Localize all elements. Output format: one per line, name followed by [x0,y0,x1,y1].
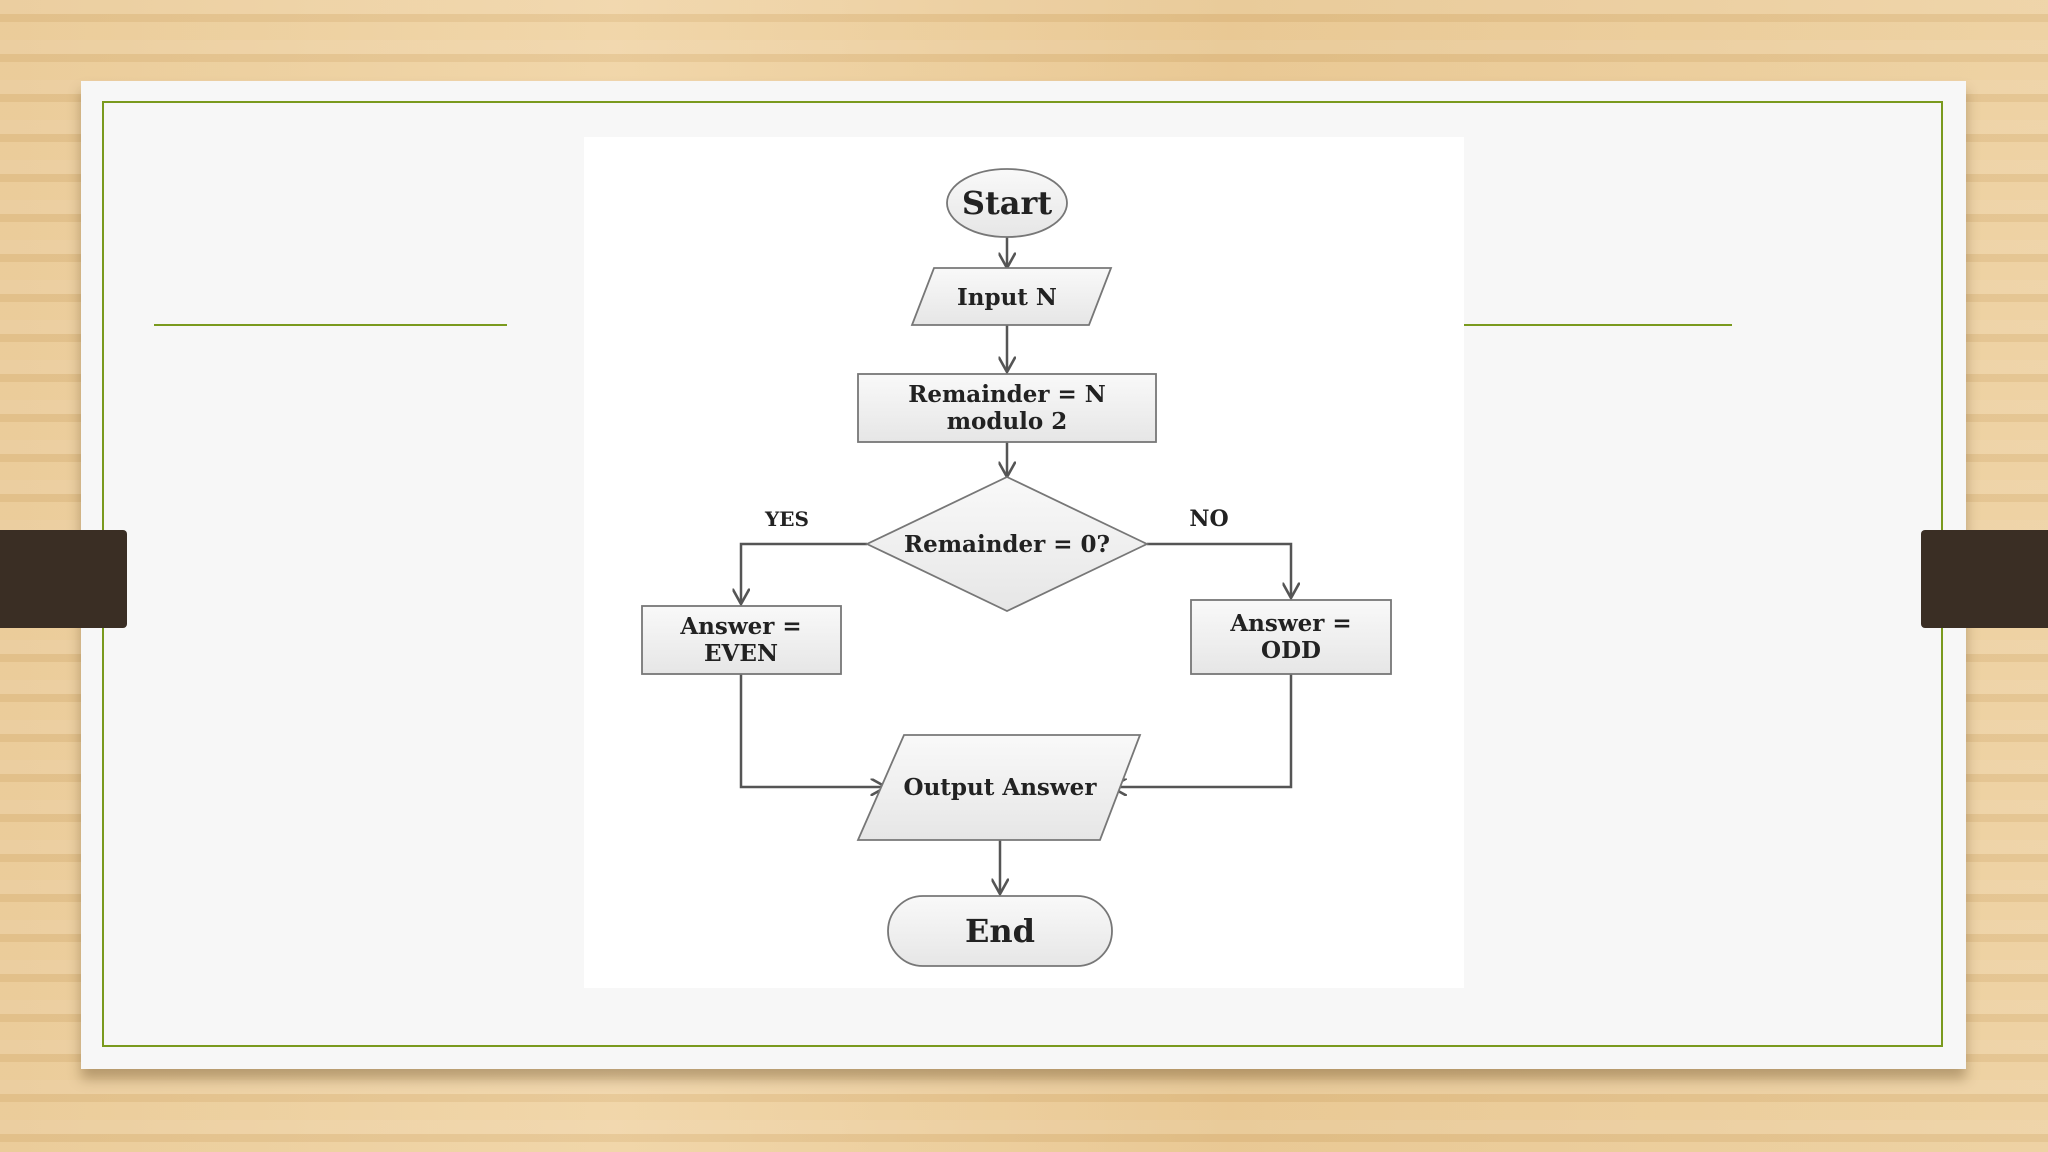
process-box [857,373,1157,443]
title-rule-left [154,324,507,326]
yes-label: YES [764,507,809,531]
title-rule-right [1380,324,1732,326]
odd-box [1190,599,1392,675]
output-parallelogram [856,734,1142,841]
decision-diamond [864,476,1150,612]
odd-label-line2: ODD [1261,637,1321,664]
end-label: End [965,912,1035,950]
input-label: Input N [957,284,1057,311]
end-terminator [887,895,1113,967]
connectors [741,237,1291,894]
left-slide-tab [0,530,127,628]
flowchart-image: Start Input N Remainder = N modulo 2 Rem… [584,137,1464,988]
no-label: NO [1189,506,1228,532]
even-box [641,605,842,675]
start-terminator [946,168,1068,238]
odd-label-line1: Answer = [1229,610,1351,637]
arrow-decision-even [741,542,867,604]
input-parallelogram [910,267,1113,326]
process-label-line2: modulo 2 [947,408,1068,435]
flowchart: Start Input N Remainder = N modulo 2 Rem… [641,168,1392,967]
right-slide-tab [1921,530,2048,628]
even-label-line1: Answer = [679,613,801,640]
start-label: Start [962,184,1052,222]
decision-label: Remainder = 0? [904,531,1110,558]
even-label-line2: EVEN [704,640,778,667]
arrow-even-output [739,674,886,787]
arrow-odd-output [1111,674,1293,787]
output-label: Output Answer [904,774,1098,801]
arrow-decision-odd [1147,542,1291,598]
process-label-line1: Remainder = N [908,381,1106,408]
